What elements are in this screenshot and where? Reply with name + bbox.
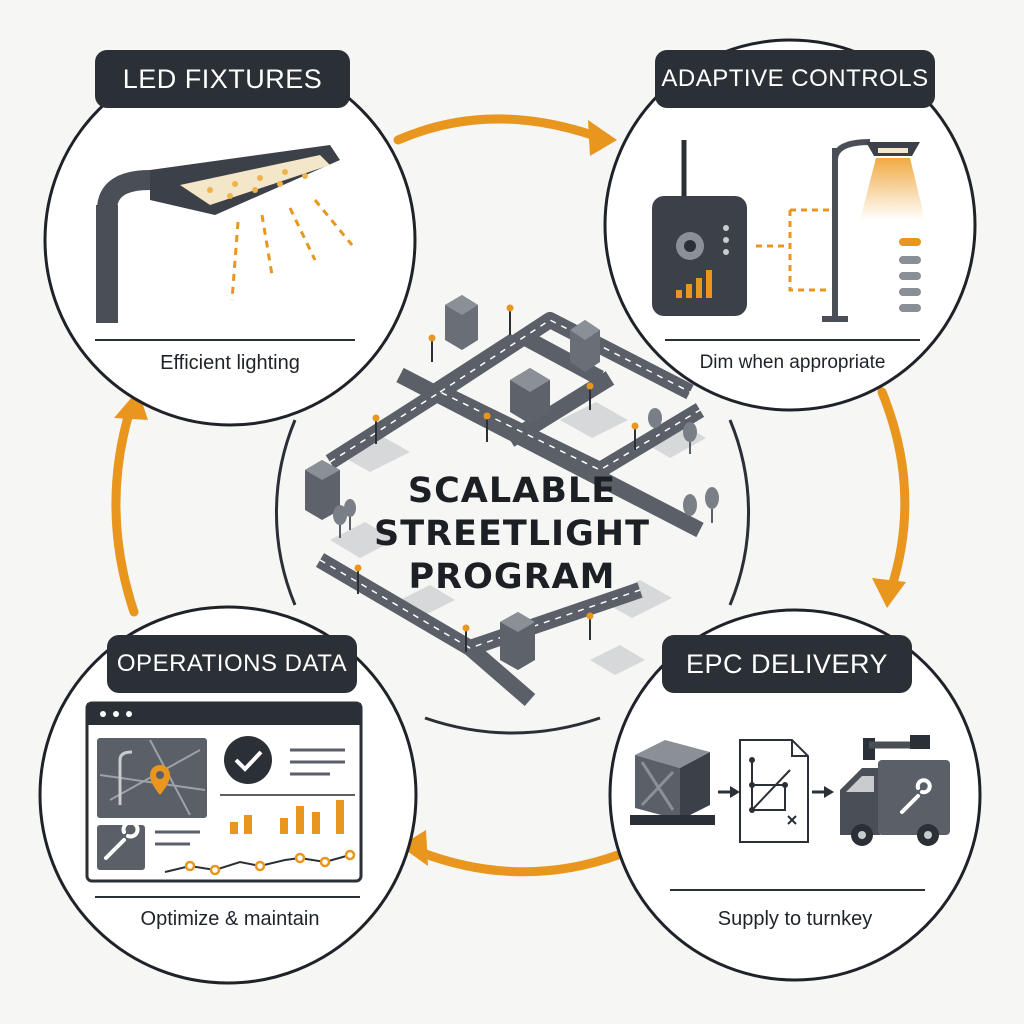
epc-delivery-caption: Supply to turnkey [717,908,873,930]
epc-delivery-title: EPC DELIVERY [662,635,912,693]
arrow-led-to-controls [393,114,617,156]
center-ring [275,419,750,735]
center-title: SCALABLE STREETLIGHT PROGRAM [330,470,694,599]
led-fixtures-title: LED FIXTURES [95,50,350,108]
building [510,368,550,424]
arrow-right-icon [718,786,740,798]
led-fixtures-node [43,53,417,427]
adaptive-controls-title: ADAPTIVE CONTROLS [655,50,935,108]
crate-icon [630,740,715,825]
arrow-controls-to-epc [872,387,910,608]
delivery-truck-icon [840,735,950,846]
arrow-operations-to-led [111,390,148,617]
street-lamp-icon [822,139,925,322]
building [305,460,340,520]
operations-data-caption: Optimize & maintain [140,908,320,930]
led-fixtures-caption: Efficient lighting [160,352,300,374]
adaptive-controls-caption: Dim when appropriate [699,352,886,373]
center-title-line: STREETLIGHT [374,514,650,554]
operations-data-title: OPERATIONS DATA [107,635,357,693]
dimming-level-icon [899,238,921,312]
building [445,295,478,350]
arrow-right-icon [812,786,834,798]
controller-device-icon [652,140,747,316]
building [570,320,600,372]
building [500,612,535,670]
dashboard-icon [85,701,363,883]
center-title-line: PROGRAM [408,557,616,597]
operations-data-node [38,605,418,985]
blueprint-document-icon [739,739,809,843]
adaptive-controls-node [603,38,977,412]
arrow-epc-to-operations [400,830,623,877]
city-map-icon [305,295,719,707]
epc-delivery-node [608,608,982,982]
center-title-line: SCALABLE [407,471,617,511]
street-light-fixture-icon [96,145,354,323]
